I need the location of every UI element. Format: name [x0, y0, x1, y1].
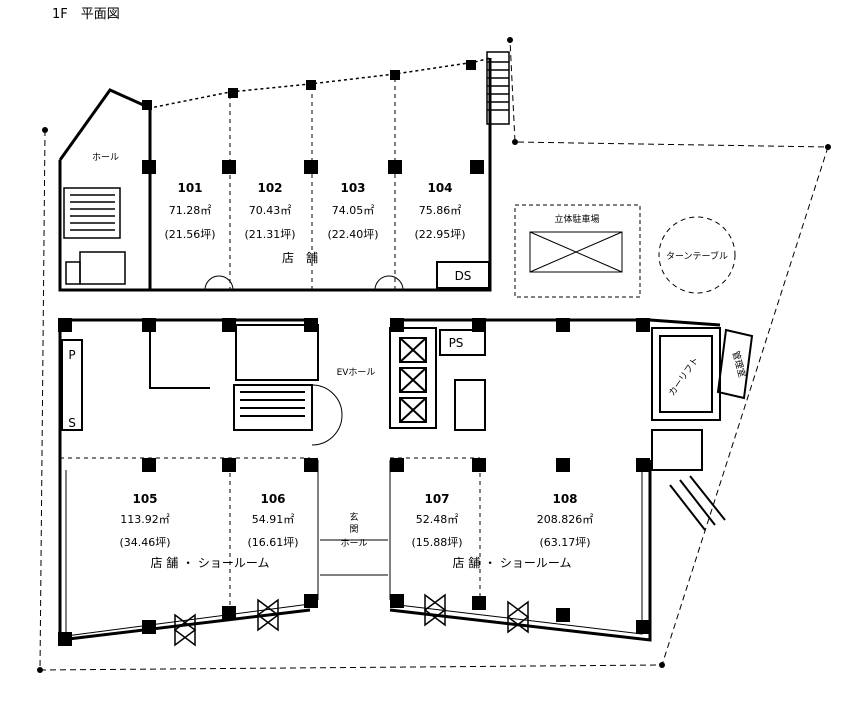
parking-box [514, 204, 641, 298]
entrance-hall [317, 460, 391, 600]
svg-text:(22.40坪): (22.40坪) [327, 228, 378, 241]
s-label: S [68, 416, 76, 430]
ev-hall-curve [311, 384, 343, 446]
entrance-label-1: 玄 [349, 511, 358, 523]
unit-108: 108 208.826㎡ (63.17坪) [537, 492, 594, 549]
upper-partitions [229, 78, 396, 290]
unit-106: 106 54.91㎡ (16.61坪) [247, 492, 298, 549]
svg-text:(21.31坪): (21.31坪) [244, 228, 295, 241]
unit-101: 101 71.28㎡ (21.56坪) [164, 181, 215, 241]
svg-text:108: 108 [552, 492, 577, 506]
svg-text:71.28㎡: 71.28㎡ [169, 204, 212, 217]
svg-text:(22.95坪): (22.95坪) [414, 228, 465, 241]
svg-text:208.826㎡: 208.826㎡ [537, 513, 594, 526]
left-stair [63, 187, 126, 285]
entrance-label-2: 関 [349, 524, 358, 535]
admin-label: 管理室 [730, 350, 749, 379]
svg-text:104: 104 [427, 181, 452, 195]
right-stair [486, 51, 510, 125]
hall-label: ホール [92, 152, 119, 163]
unit-103: 103 74.05㎡ (22.40坪) [327, 181, 378, 241]
svg-text:74.05㎡: 74.05㎡ [332, 204, 375, 217]
turntable-circle [658, 216, 736, 294]
svg-text:(34.46坪): (34.46坪) [119, 536, 170, 549]
lower-columns [58, 318, 650, 646]
svg-text:102: 102 [257, 181, 282, 195]
parking-label: 立体駐車場 [554, 213, 599, 225]
unit-102: 102 70.43㎡ (21.31坪) [244, 181, 295, 241]
entrance-label-3: ホール [340, 538, 367, 549]
svg-text:103: 103 [340, 181, 365, 195]
unit-107: 107 52.48㎡ (15.88坪) [411, 492, 462, 549]
showroom-right-label: 店 舗 ・ ショールーム [452, 556, 571, 570]
page-title: 1F 平面図 [52, 7, 120, 22]
svg-text:70.43㎡: 70.43㎡ [249, 204, 292, 217]
svg-text:106: 106 [260, 492, 285, 506]
ds-label: DS [455, 269, 472, 283]
store-label: 店 舗 [282, 251, 318, 265]
upper-doors [204, 275, 404, 291]
boundary-markers [37, 37, 831, 673]
svg-text:(21.56坪): (21.56坪) [164, 228, 215, 241]
unit-104: 104 75.86㎡ (22.95坪) [414, 181, 465, 241]
turntable-label: ターンテーブル [666, 250, 728, 262]
svg-text:101: 101 [177, 181, 202, 195]
lower-partitions [60, 457, 481, 610]
ps-label: PS [449, 336, 464, 350]
svg-text:(63.17坪): (63.17坪) [539, 536, 590, 549]
showroom-left-label: 店 舗 ・ ショールーム [150, 556, 269, 570]
ds-room [436, 261, 490, 289]
car-lift-label: カーリフト [667, 355, 702, 398]
facade-doors [173, 593, 530, 647]
svg-text:107: 107 [424, 492, 449, 506]
p-label: P [68, 348, 75, 362]
svg-text:52.48㎡: 52.48㎡ [416, 513, 459, 526]
ev-hall-label: EVホール [337, 367, 376, 378]
svg-text:54.91㎡: 54.91㎡ [252, 513, 295, 526]
site-boundary [39, 39, 829, 671]
svg-text:113.92㎡: 113.92㎡ [120, 513, 170, 526]
car-lift [651, 327, 754, 531]
core [61, 320, 486, 431]
upper-facade [109, 57, 491, 109]
svg-text:(15.88坪): (15.88坪) [411, 536, 462, 549]
svg-text:105: 105 [132, 492, 157, 506]
upper-columns [142, 60, 484, 174]
svg-text:75.86㎡: 75.86㎡ [419, 204, 462, 217]
svg-text:(16.61坪): (16.61坪) [247, 536, 298, 549]
unit-105: 105 113.92㎡ (34.46坪) [119, 492, 170, 549]
